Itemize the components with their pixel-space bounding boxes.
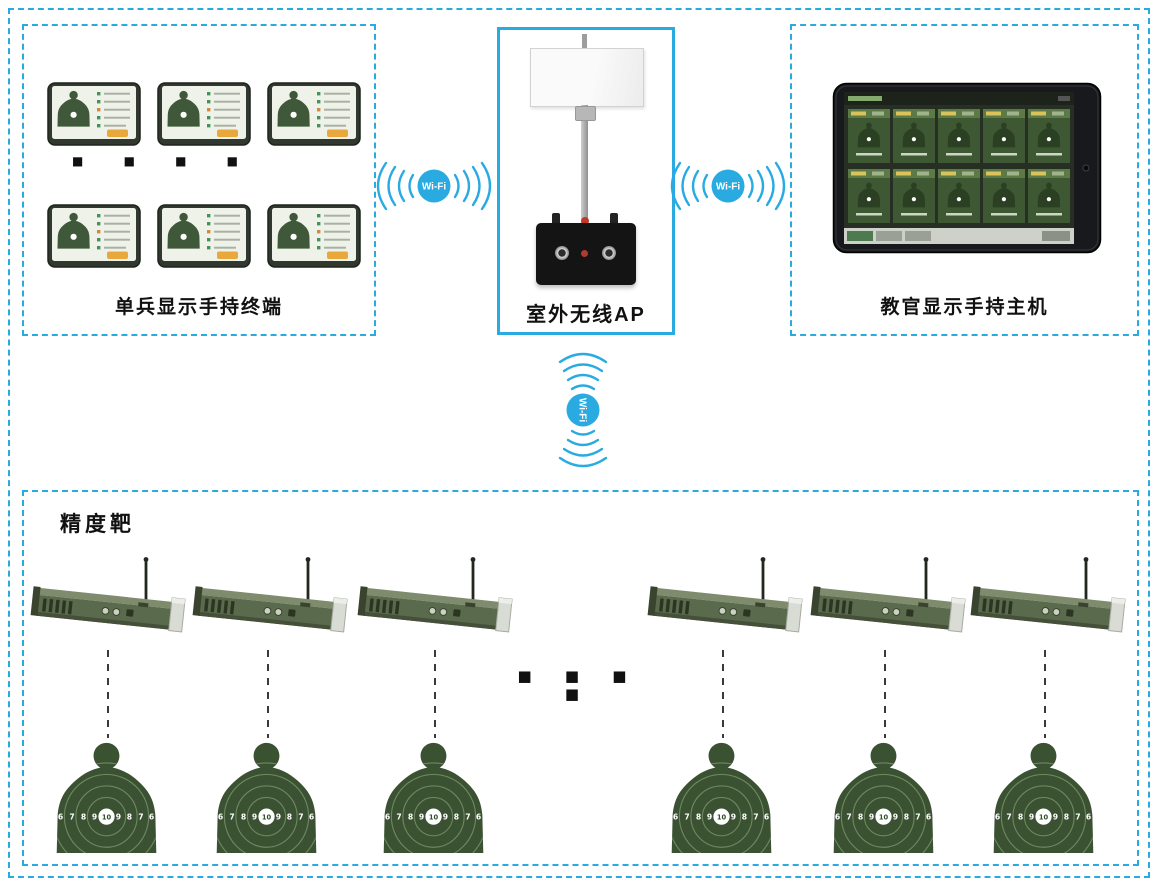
target-group-label: 精度靶	[60, 513, 135, 536]
instructor-box: 教官显示手持主机	[790, 24, 1139, 336]
connector-line	[107, 650, 109, 738]
connector-line	[1044, 650, 1046, 738]
connector-line	[267, 650, 269, 738]
precision-target	[664, 740, 779, 853]
ap-label: 室外无线AP	[526, 304, 646, 326]
ap-port-left	[555, 246, 569, 260]
connector-line	[884, 650, 886, 738]
sensor-bar	[192, 556, 348, 633]
wifi-link-left	[376, 161, 492, 211]
connector-line	[722, 650, 724, 738]
sensor-bar	[810, 556, 966, 633]
handheld-terminal	[267, 82, 361, 146]
connector-line	[434, 650, 436, 738]
instructor-label: 教官显示手持主机	[880, 297, 1049, 318]
precision-target	[209, 740, 324, 853]
sensor-bar	[357, 556, 513, 633]
instructor-tablet	[832, 82, 1102, 254]
sensor-bar	[970, 556, 1126, 633]
terminal-group-box: ■ ■ ■ ■ 单兵显示手持终端	[22, 24, 376, 336]
terminal-group-label: 单兵显示手持终端	[114, 297, 283, 318]
ap-antenna-rod	[582, 34, 587, 50]
wifi-link-down	[558, 352, 608, 468]
ap-connector-right	[610, 213, 618, 225]
target-group-box: 精度靶 ■ ■ ■ ■	[22, 490, 1139, 866]
handheld-terminal	[47, 204, 141, 268]
handheld-terminal	[157, 82, 251, 146]
ap-box: 室外无线AP	[497, 27, 675, 335]
ap-panel-antenna	[530, 48, 644, 107]
ap-pole	[581, 105, 588, 233]
precision-target	[826, 740, 941, 853]
system-boundary	[8, 8, 1150, 878]
handheld-terminal	[267, 204, 361, 268]
precision-target	[986, 740, 1101, 853]
ap-red-button	[581, 217, 589, 225]
wifi-link-right	[670, 161, 786, 211]
handheld-terminal	[47, 82, 141, 146]
ap-connector-left	[552, 213, 560, 225]
sensor-bar	[30, 556, 186, 633]
ap-led	[581, 250, 588, 257]
precision-target	[49, 740, 164, 853]
ellipsis-dots: ■ ■ ■ ■	[517, 667, 641, 703]
ap-port-right	[602, 246, 616, 260]
handheld-terminal	[157, 204, 251, 268]
precision-target	[376, 740, 491, 853]
sensor-bar	[647, 556, 803, 633]
ellipsis-dots: ■ ■ ■ ■	[72, 154, 256, 168]
ap-bracket	[575, 106, 596, 121]
